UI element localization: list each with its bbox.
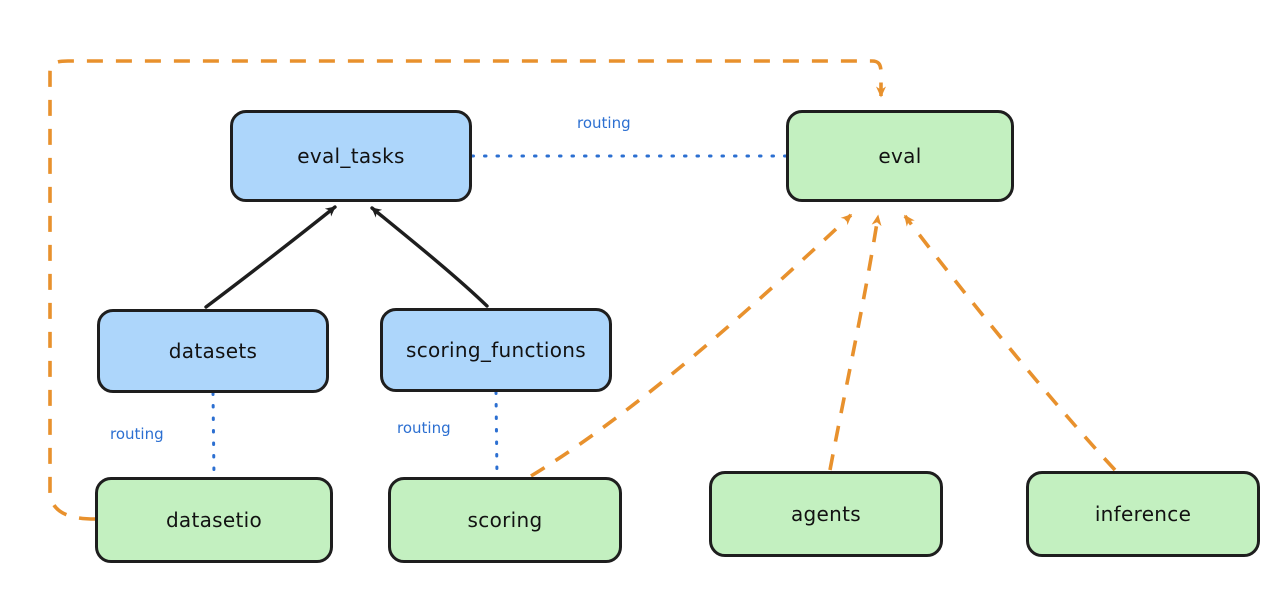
edge-agents-to-eval (828, 214, 882, 471)
edge-label-routing-datasetio: routing (110, 425, 164, 443)
node-datasets[interactable]: datasets (97, 309, 329, 393)
node-agents[interactable]: agents (709, 471, 943, 557)
dependency-edges-orange (48, 59, 1117, 521)
node-scoring[interactable]: scoring (388, 477, 622, 563)
edge-scoring-to-eval (530, 213, 853, 478)
node-label: eval_tasks (297, 144, 405, 168)
routing-edge-datasets-to-datasetio (211, 391, 216, 479)
routing-edges (211, 154, 788, 479)
node-label: scoring_functions (405, 338, 587, 362)
node-scoring-functions[interactable]: scoring_functions (380, 308, 612, 392)
node-inference[interactable]: inference (1026, 471, 1260, 557)
routing-edge-scoring-functions-to-scoring (494, 390, 499, 479)
node-label: agents (791, 502, 861, 526)
edge-label-routing-scoring: routing (397, 419, 451, 437)
edge-inference-to-eval (903, 214, 1117, 472)
node-eval-tasks[interactable]: eval_tasks (230, 110, 472, 202)
node-datasetio[interactable]: datasetio (95, 477, 333, 563)
edge-label-routing-eval: routing (577, 114, 631, 132)
node-label: scoring (467, 508, 543, 532)
edge-datasets-to-eval-tasks (204, 205, 337, 309)
node-label: datasetio (165, 508, 263, 532)
edge-datasetio-to-eval (48, 59, 886, 521)
edge-scoring-functions-to-eval-tasks (370, 206, 489, 308)
node-label: inference (1094, 502, 1192, 526)
node-label: eval (878, 144, 922, 168)
dependency-edges-black (204, 205, 489, 309)
node-label: datasets (168, 339, 258, 363)
node-eval[interactable]: eval (786, 110, 1014, 202)
